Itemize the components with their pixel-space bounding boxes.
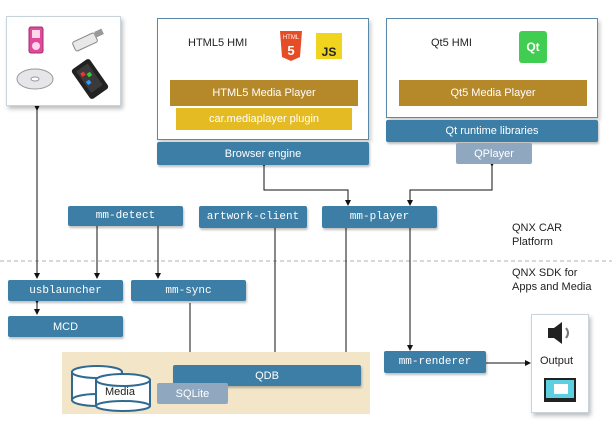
media-label: Media — [105, 386, 135, 398]
sqlite: SQLite — [157, 383, 228, 404]
mm-detect: mm-detect — [68, 206, 183, 226]
display-window — [554, 384, 568, 394]
database-cylinder-front — [95, 373, 151, 412]
qnx-car-line1: QNX CAR — [512, 222, 563, 234]
smartphone-icon — [71, 59, 109, 99]
js-logo-icon: JS — [316, 33, 342, 59]
mm-renderer: mm-renderer — [384, 351, 486, 373]
car-mediaplayer-plugin: car.mediaplayer plugin — [176, 108, 352, 130]
qnx-sdk-line2: Apps and Media — [512, 281, 592, 293]
usb-stick-icon — [72, 28, 104, 52]
html5-media-player: HTML5 Media Player — [170, 80, 358, 106]
usblauncher: usblauncher — [8, 280, 123, 301]
disc-icon — [16, 68, 54, 90]
output-card: Output — [531, 314, 589, 413]
html5-hmi-panel: HTML5 HMI HTML 5 JS HTML5 Media Player c… — [157, 18, 369, 140]
mm-sync: mm-sync — [131, 280, 246, 301]
browser-engine: Browser engine — [157, 142, 369, 165]
qnx-car-platform-label: QNX CAR Platform — [512, 221, 562, 249]
qplayer: QPlayer — [456, 143, 532, 164]
qt-runtime-libraries: Qt runtime libraries — [386, 120, 598, 142]
html5-logo-icon: HTML 5 — [278, 31, 304, 61]
qt-logo-text: Qt — [526, 40, 540, 54]
database-icon — [70, 364, 154, 412]
output-label: Output — [540, 355, 574, 367]
device-icons — [16, 26, 109, 99]
qt5-hmi-panel: Qt5 HMI Qt Qt5 Media Player — [386, 18, 598, 118]
display-icon — [544, 378, 576, 402]
mcd: MCD — [8, 316, 123, 337]
qnx-sdk-label: QNX SDK for Apps and Media — [512, 266, 592, 294]
qdb: QDB — [173, 365, 361, 386]
html5-badge-number: 5 — [287, 43, 294, 58]
qnx-sdk-line1: QNX SDK for — [512, 267, 578, 279]
qt5-hmi-title: Qt5 HMI — [431, 37, 472, 49]
devices-card — [6, 16, 121, 106]
connector-browser-player — [261, 161, 351, 206]
media-player-device-icon — [28, 26, 44, 54]
qt5-media-player: Qt5 Media Player — [399, 80, 587, 106]
qt-logo-icon: Qt — [519, 31, 547, 63]
qnx-car-line2: Platform — [512, 236, 553, 248]
html5-hmi-title: HTML5 HMI — [188, 37, 248, 49]
artwork-client: artwork-client — [199, 206, 307, 228]
speaker-icon — [546, 321, 576, 345]
html5-badge-text: HTML — [283, 35, 300, 41]
mm-player: mm-player — [322, 206, 437, 228]
connector-qplayer-player — [407, 161, 495, 206]
